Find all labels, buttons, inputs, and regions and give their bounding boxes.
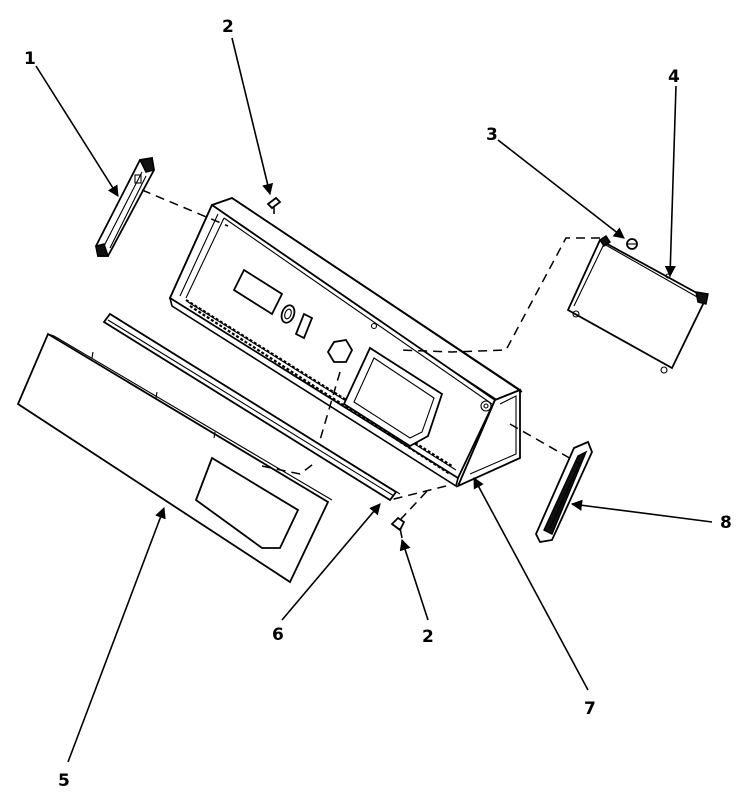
callout-1: 1 <box>24 49 36 69</box>
part-1-left-end-cap <box>95 156 155 257</box>
part-2-screw-bottom <box>390 516 406 539</box>
part-6-trim-strip <box>102 312 401 502</box>
leader-lines <box>35 37 713 763</box>
part-5-front-overlay <box>16 332 333 584</box>
part-8-right-end-cap <box>535 440 593 543</box>
callout-8: 8 <box>720 513 732 533</box>
part-7-control-panel-housing <box>168 197 523 488</box>
callout-7: 7 <box>584 699 596 719</box>
part-4-back-cover <box>566 235 709 374</box>
callout-2-bottom: 2 <box>422 627 434 647</box>
part-2-screw-top <box>266 196 282 214</box>
callout-5: 5 <box>58 771 70 791</box>
part-3-screw <box>626 238 638 250</box>
assembly-lines <box>141 189 600 521</box>
callout-3: 3 <box>486 125 498 145</box>
callout-4: 4 <box>668 67 680 87</box>
callout-2-top: 2 <box>222 17 234 37</box>
callout-6: 6 <box>272 625 284 645</box>
